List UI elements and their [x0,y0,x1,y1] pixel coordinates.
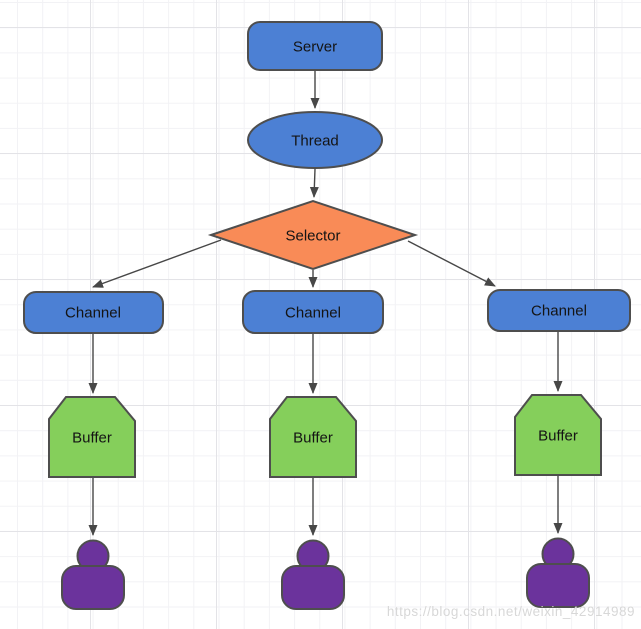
node-channel-2: Channel [242,290,384,334]
node-buffer-2: Buffer [269,396,357,478]
node-channel-3: Channel [487,289,631,332]
buffer-shape [269,396,357,478]
channel-shape [23,291,164,334]
node-thread: Thread [247,111,383,169]
node-buffer-1: Buffer [48,396,136,478]
channel-label: Channel [531,303,587,320]
thread-shape [247,111,383,169]
node-channel-1: Channel [23,291,164,334]
node-selector: Selector [207,199,419,271]
channel-label: Channel [65,305,121,322]
channel-label: Channel [285,305,341,322]
node-server: Server [247,21,383,71]
selector-label: Selector [285,228,340,245]
selector-shape [207,199,419,271]
person-body [61,565,125,610]
buffer-shape [48,396,136,478]
client-3-person-icon [526,537,590,608]
edge-selector-channel-1 [92,239,222,288]
node-buffer-3: Buffer [514,394,602,476]
person-body [526,563,590,608]
client-1-person-icon [61,539,125,610]
buffer-shape [514,394,602,476]
edge-thread-selector [309,168,319,198]
channel-shape [487,289,631,332]
buffer-label: Buffer [72,430,112,447]
watermark-text: https://blog.csdn.net/weixin_42914989 [386,604,635,619]
channel-shape [242,290,384,334]
thread-label: Thread [291,133,339,150]
buffer-label: Buffer [293,430,333,447]
edge-selector-channel-3 [407,240,496,287]
edges [88,71,563,536]
server-label: Server [293,39,337,56]
client-2-person-icon [281,539,345,610]
buffer-label: Buffer [538,428,578,445]
server-shape [247,21,383,71]
person-body [281,565,345,610]
